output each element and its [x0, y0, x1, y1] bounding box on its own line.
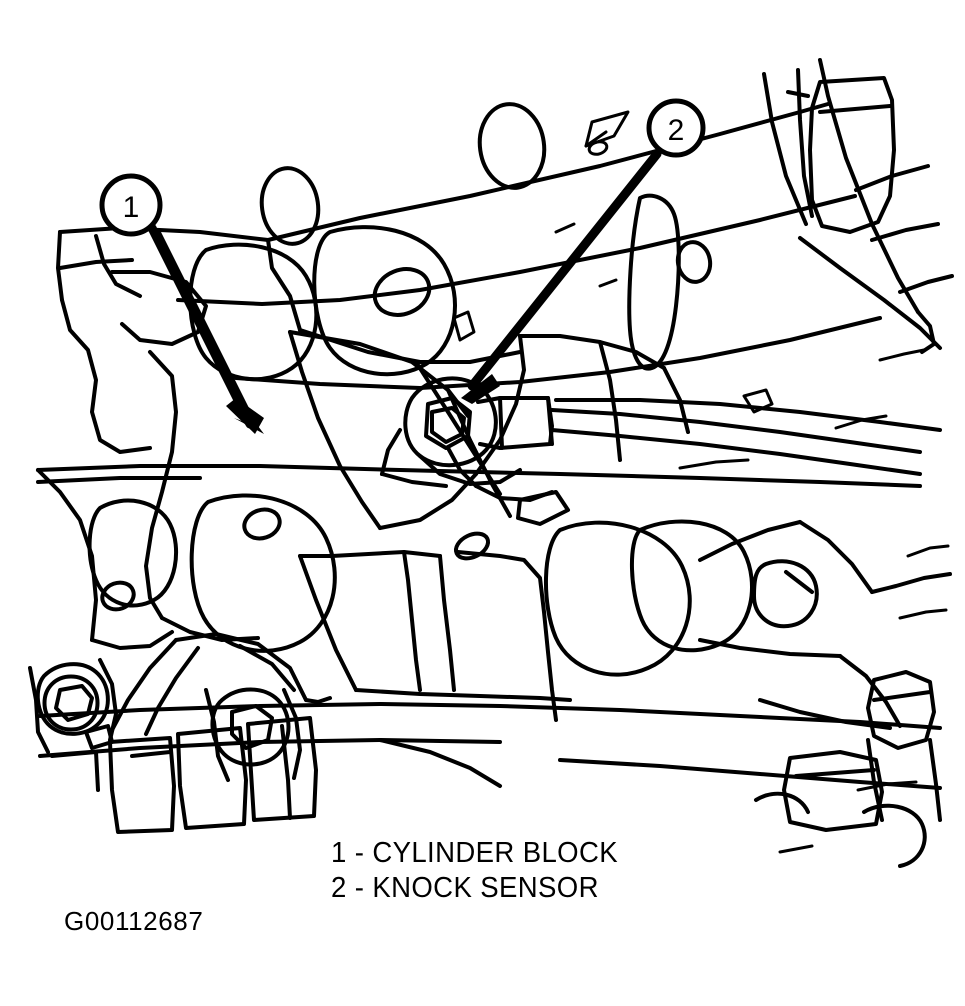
callout-1-circle — [99, 173, 163, 237]
callout-2-number: 2 — [668, 114, 685, 147]
knock-sensor-assembly — [380, 376, 942, 502]
right-edge-tubes — [754, 670, 942, 868]
figure-code: G00112687 — [64, 906, 204, 936]
callout-2-circle — [646, 98, 706, 158]
legend: 1 - CYLINDER BLOCK 2 - KNOCK SENSOR — [331, 836, 751, 906]
lower-left-bolts-bracket — [28, 632, 332, 834]
callout-2-group: 2 — [461, 98, 706, 404]
callout-1-number: 1 — [123, 191, 140, 224]
legend-item-1: 1 - CYLINDER BLOCK — [331, 837, 619, 869]
background-detail-lines — [452, 110, 950, 854]
callout-1-group: 1 — [99, 173, 264, 434]
callout-1-arrow-shaft — [147, 223, 255, 429]
callout-2-arrow-shaft — [467, 149, 662, 391]
callout-1-arrowhead — [226, 398, 264, 434]
cylinder-block-lower — [36, 464, 952, 790]
legend-item-2: 2 - KNOCK SENSOR — [331, 872, 599, 904]
callout-2-arrowhead — [461, 374, 500, 404]
